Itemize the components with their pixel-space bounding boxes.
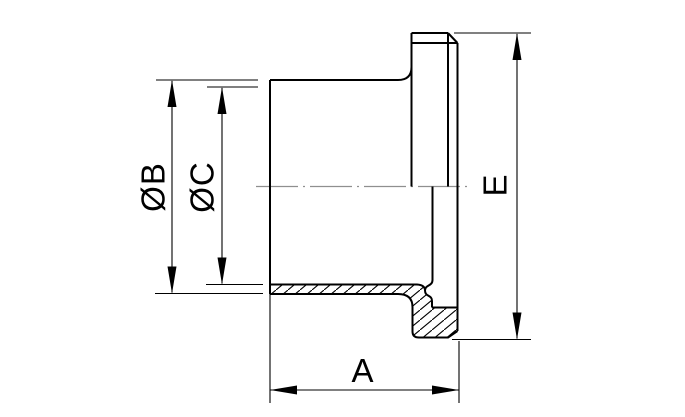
- flange-top-chamfer: [447, 32, 459, 44]
- dim-e-label: E: [477, 173, 514, 196]
- dim-c-arrow-bottom: [217, 257, 227, 285]
- dim-flange-height: E: [452, 32, 531, 341]
- dim-a-arrow-right: [432, 385, 459, 395]
- dim-length: A: [269, 294, 460, 403]
- dim-b-arrow-top: [167, 80, 177, 107]
- tube-bottom-outer-wall: [270, 293, 459, 339]
- dim-b-label: ØB: [135, 162, 172, 212]
- section-hatch-region: [270, 284, 458, 338]
- part-outline: [269, 32, 459, 339]
- gasket-groove-bead: [424, 186, 434, 308]
- dim-a-arrow-left: [270, 385, 297, 395]
- dim-c-label: ØC: [184, 161, 221, 213]
- dim-a-label: A: [351, 352, 374, 389]
- dim-inner-diameter: ØC: [184, 86, 263, 286]
- tube-top-edge: [270, 66, 413, 81]
- dim-c-arrow-top: [217, 87, 227, 114]
- dim-outer-diameter: ØB: [135, 79, 263, 295]
- dim-b-arrow-bottom: [167, 266, 177, 294]
- dim-e-arrow-top: [512, 33, 522, 60]
- dim-e-arrow-bottom: [512, 312, 522, 340]
